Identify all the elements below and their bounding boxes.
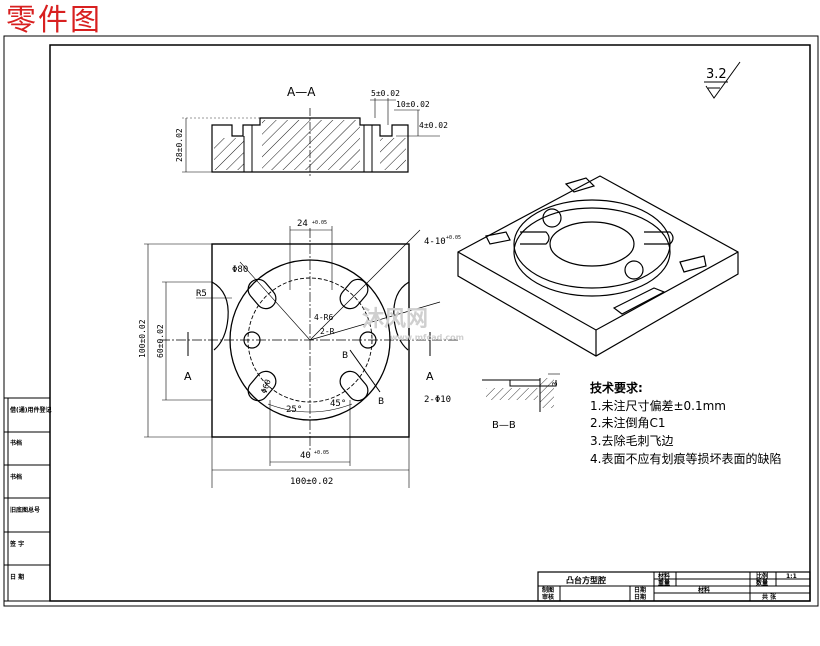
dim-10: 10±0.02 <box>396 100 430 109</box>
tech-requirements: 技术要求: 1.未注尺寸偏差±0.1mm 2.未注倒角C1 3.去除毛刺飞边 4… <box>590 380 781 466</box>
tech-item-1: 1.未注尺寸偏差±0.1mm <box>590 398 726 413</box>
dim-4-10: 4-10 <box>424 237 446 247</box>
side-panel: 借(通)用件登记 书档 书档 旧底图总号 签 字 日 期 <box>3 397 52 602</box>
isometric-view <box>457 175 739 357</box>
tech-item-4: 4.表面不应有划痕等损坏表面的缺陷 <box>590 451 781 466</box>
side-row-4: 签 字 <box>9 540 24 548</box>
drawn-label: 制图 <box>542 586 554 594</box>
mat-label: 材料 <box>657 572 670 580</box>
dim-28: 28±0.02 <box>175 128 184 162</box>
view-mark-a-left: A <box>184 370 192 383</box>
title-block: 凸台方型腔 材料 重量 比例 1:1 数量 制图 审核 日期 日期 材料 共 张 <box>537 571 811 602</box>
watermark: 沐风网 www.mfcad.com <box>362 307 464 342</box>
dim-100-bottom: 100±0.02 <box>290 477 333 487</box>
dim-60-left: 60±0.02 <box>156 324 165 358</box>
dim-phi80: Φ80 <box>232 265 248 275</box>
dim-24: 24 <box>297 219 308 229</box>
page-title: 零件图 <box>6 3 102 38</box>
side-row-2: 旧底图总号 <box>10 506 40 514</box>
view-mark-b-right: B <box>378 397 384 407</box>
scale-label: 比例 <box>756 572 768 580</box>
dim-4r6: 4-R6 <box>314 313 333 322</box>
sheet-label: 共 张 <box>762 593 777 601</box>
part-name: 凸台方型腔 <box>566 575 606 585</box>
watermark-url: www.mfcad.com <box>390 333 464 342</box>
bb-label: B—B <box>492 420 516 431</box>
scale-value: 1:1 <box>786 573 797 580</box>
tech-title: 技术要求: <box>590 380 643 395</box>
dim-angle-45: 45° <box>330 399 346 409</box>
bb-dim: 3 <box>551 382 559 386</box>
outer-frame <box>3 35 819 607</box>
roughness-symbol: 3.2 <box>704 61 741 99</box>
b-mark: B <box>342 351 348 361</box>
check-label: 审核 <box>542 593 554 601</box>
tech-item-3: 3.去除毛刺飞边 <box>590 433 673 448</box>
dim-40: 40 <box>300 451 311 461</box>
date-label-2: 日期 <box>634 593 646 601</box>
tech-item-2: 2.未注倒角C1 <box>590 415 665 430</box>
side-row-6: 书档 <box>10 439 22 447</box>
watermark-brand: 沐风网 <box>362 307 428 332</box>
dim-40-tol: +0.05 <box>314 450 329 456</box>
mat-label-2: 材料 <box>697 586 710 594</box>
dim-2-phi10: 2-Φ10 <box>424 395 451 405</box>
roughness-value: 3.2 <box>706 67 727 82</box>
view-mark-a-right: A <box>426 370 434 383</box>
dim-4-10-tol: +0.05 <box>446 235 461 241</box>
dim-24-tol: +0.05 <box>312 220 327 226</box>
weight-label: 重量 <box>658 579 670 587</box>
dim-5: 5±0.02 <box>371 89 400 98</box>
dim-r5: R5 <box>196 289 207 299</box>
section-view-b-b: 3 B—B <box>482 373 560 431</box>
side-row-7: 书档 <box>10 473 22 481</box>
dim-100-left: 100±0.02 <box>138 319 147 358</box>
dim-phi60: Φ60 <box>259 378 272 395</box>
dim-angle-25: 25° <box>286 405 302 415</box>
plan-view: 24 +0.05 4-10 +0.05 Φ80 R5 100±0.02 60±0… <box>138 219 461 488</box>
dim-4: 4±0.02 <box>419 121 448 130</box>
section-view-a-a: A—A 5±0.02 10±0.02 4±0.02 28±0.02 <box>175 85 448 178</box>
date-label: 日期 <box>634 586 646 594</box>
side-row-1: 借(通)用件登记 <box>9 406 52 414</box>
qty-label: 数量 <box>756 579 768 587</box>
section-label: A—A <box>287 85 316 99</box>
inner-frame <box>49 44 811 602</box>
side-row-5: 日 期 <box>10 573 24 581</box>
dim-2r: 2-R <box>320 327 335 336</box>
